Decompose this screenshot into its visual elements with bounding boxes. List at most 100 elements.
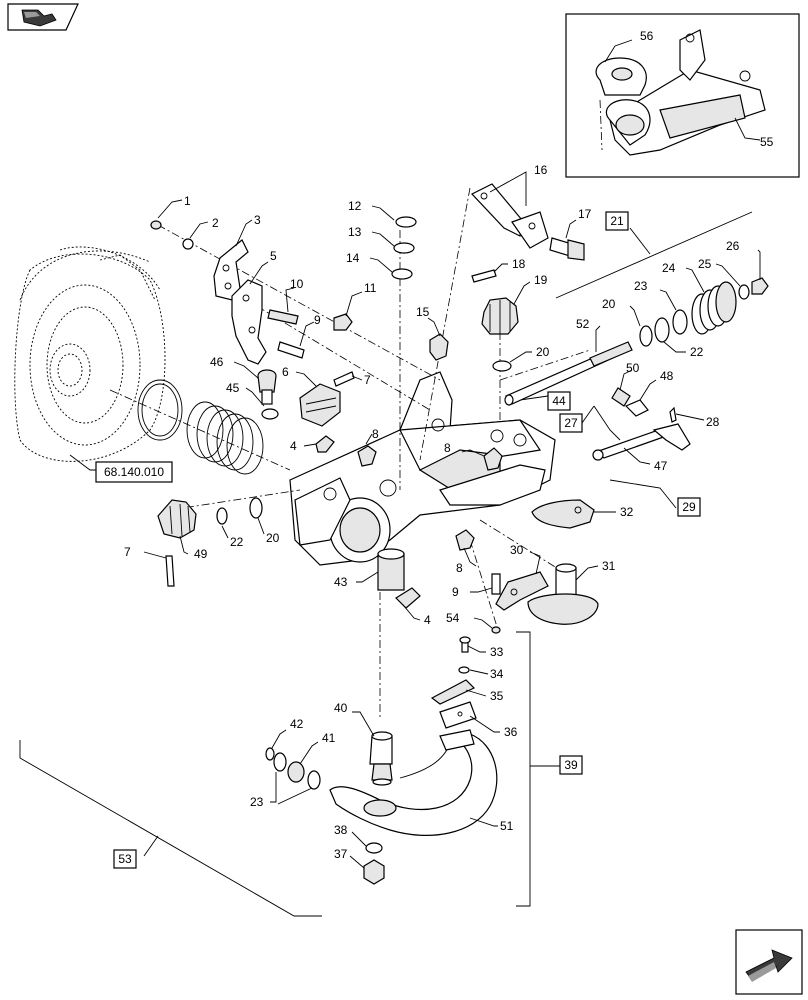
part-43 — [377, 548, 405, 591]
callout-56: 56 — [640, 29, 654, 43]
callout-41: 41 — [322, 731, 336, 745]
callout-2: 2 — [212, 216, 219, 230]
callout-19: 19 — [534, 273, 548, 287]
callout-10: 10 — [290, 277, 304, 291]
part-46 — [257, 369, 277, 405]
callout-46: 46 — [210, 355, 224, 369]
callout-54: 54 — [446, 611, 460, 625]
part-45 — [261, 408, 279, 420]
part-13 — [393, 242, 415, 254]
part-10 — [267, 309, 299, 325]
callout-34: 34 — [490, 667, 504, 681]
part-22-left — [216, 507, 228, 525]
callout-51: 51 — [500, 819, 514, 833]
callout-47: 47 — [654, 459, 668, 473]
book-pages-icon[interactable] — [7, 3, 79, 31]
ref-box-53[interactable] — [113, 849, 137, 869]
callout-31: 31 — [602, 559, 616, 573]
part-18 — [471, 269, 497, 283]
callout-33: 33 — [490, 645, 504, 659]
part-47 — [592, 423, 691, 461]
part-23-lower — [273, 752, 321, 790]
ref-label-53: 53 — [118, 852, 132, 866]
part-8-lower — [455, 529, 475, 551]
callout-42: 42 — [290, 717, 304, 731]
part-16 — [471, 183, 549, 249]
part-32 — [531, 499, 595, 529]
ref-box-21[interactable] — [605, 211, 629, 231]
callout-22-right: 22 — [690, 345, 704, 359]
part-51 — [329, 729, 498, 836]
callout-8-lower: 8 — [456, 561, 463, 575]
ref-box-29[interactable] — [677, 497, 701, 517]
part-28 — [669, 406, 677, 423]
inset-detail — [565, 13, 800, 178]
callout-17: 17 — [578, 207, 592, 221]
callout-37: 37 — [334, 847, 348, 861]
part-31 — [527, 563, 599, 625]
part-22-right — [654, 317, 670, 343]
callout-55: 55 — [760, 135, 774, 149]
part-30 — [495, 571, 549, 611]
part-9-lower — [491, 573, 501, 595]
ref-label-27: 27 — [564, 416, 578, 430]
ref-box-68-140-010[interactable] — [95, 461, 173, 483]
part-20-center — [492, 360, 512, 372]
callout-14: 14 — [346, 251, 360, 265]
part-35 — [430, 679, 476, 705]
part-2 — [182, 238, 194, 250]
callout-6: 6 — [282, 365, 289, 379]
part-54 — [491, 626, 501, 634]
callout-11: 11 — [364, 281, 377, 295]
part-33 — [459, 636, 471, 653]
part-38 — [365, 842, 383, 854]
callout-48: 48 — [660, 369, 674, 383]
callout-9-lower: 9 — [452, 585, 459, 599]
ref-label-39: 39 — [564, 758, 578, 772]
main-housing — [289, 371, 556, 566]
callout-9-upper: 9 — [314, 313, 321, 327]
part-8-mid — [483, 447, 503, 471]
ref-box-44[interactable] — [547, 391, 571, 411]
callout-7-upper: 7 — [364, 373, 371, 387]
part-12 — [395, 216, 417, 228]
callout-20-right: 20 — [602, 297, 616, 311]
part-4-lower — [395, 587, 421, 609]
part-24 — [691, 281, 737, 335]
callout-25: 25 — [698, 257, 712, 271]
part-37 — [363, 859, 385, 885]
callout-45: 45 — [226, 381, 240, 395]
part-19 — [481, 297, 519, 335]
part-4-upper — [315, 435, 335, 453]
part-20-right — [639, 325, 653, 347]
part-42 — [265, 747, 275, 761]
callout-36: 36 — [504, 725, 518, 739]
callout-30: 30 — [510, 543, 524, 557]
callout-4-lower: 4 — [424, 613, 431, 627]
part-36 — [439, 701, 477, 729]
ref-box-39[interactable] — [559, 755, 583, 775]
callout-4-upper: 4 — [290, 439, 297, 453]
callout-20-center: 20 — [536, 345, 550, 359]
part-49 — [157, 499, 197, 539]
callout-26: 26 — [726, 239, 740, 253]
callout-12: 12 — [348, 199, 362, 213]
callout-38: 38 — [334, 823, 348, 837]
part-41 — [287, 761, 305, 783]
callout-35: 35 — [490, 689, 504, 703]
callout-16: 16 — [534, 163, 548, 177]
callout-20-left: 20 — [266, 531, 280, 545]
part-25 — [738, 284, 750, 300]
callout-23-right: 23 — [634, 279, 648, 293]
part-9-pin — [277, 341, 305, 359]
part-6 — [299, 383, 341, 427]
callout-8-left: 8 — [372, 427, 379, 441]
part-20-left — [249, 497, 263, 519]
part-26 — [751, 277, 769, 295]
callout-13: 13 — [348, 225, 362, 239]
next-page-arrow-icon[interactable] — [735, 929, 803, 995]
part-5 — [231, 279, 267, 365]
part-52 — [504, 341, 633, 406]
part-8-left — [357, 445, 377, 467]
